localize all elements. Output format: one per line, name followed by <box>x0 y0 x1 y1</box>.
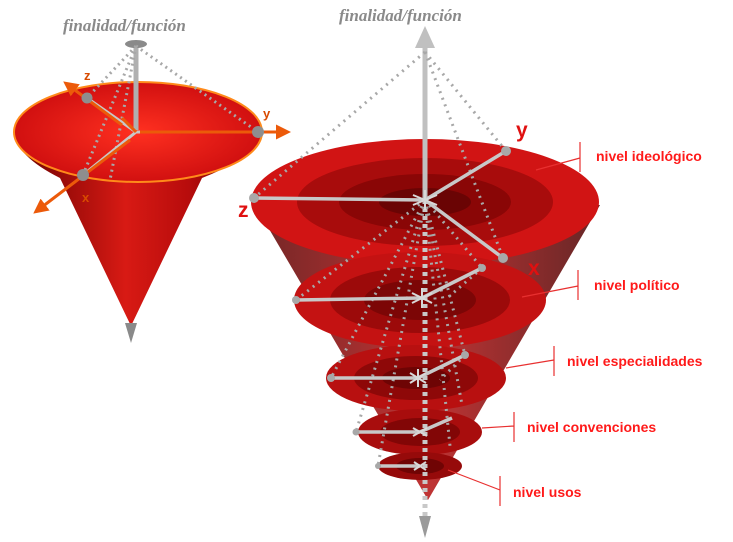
level-label-ideologico: nivel ideológico <box>596 148 702 164</box>
right-leader-lines <box>447 142 581 506</box>
level-label-especialidades: nivel especialidades <box>567 353 703 369</box>
right-guide-lines <box>253 50 508 467</box>
right-axis-label-z: z <box>238 199 249 222</box>
right-diagram-title: finalidad/función <box>339 6 462 25</box>
right-bottom-tip <box>419 516 431 538</box>
left-axis-label-x: x <box>82 190 90 205</box>
right-center-stars <box>409 190 438 471</box>
right-axis-label-x: x <box>528 257 540 280</box>
right-level-axes <box>253 149 507 468</box>
level-label-convenciones: nivel convenciones <box>527 419 657 435</box>
left-pole-cap <box>125 40 147 48</box>
left-node-z <box>81 92 93 104</box>
right-axis-label-y: y <box>516 119 528 142</box>
left-node-x <box>77 169 89 181</box>
left-diagram-title: finalidad/función <box>63 16 186 35</box>
left-axis-label-y: y <box>263 106 271 121</box>
right-axis-nodes <box>249 146 511 469</box>
left-axis-label-z: z <box>84 68 91 83</box>
left-guide-lines <box>81 44 259 181</box>
level-label-usos: nivel usos <box>513 484 582 500</box>
right-pole-arrowhead <box>415 26 435 48</box>
left-cone-tip <box>125 323 137 343</box>
level-label-politico: nivel político <box>594 277 680 293</box>
left-node-y <box>252 126 264 138</box>
right-spiral-diagram <box>249 26 600 538</box>
left-cone-diagram <box>13 40 291 343</box>
left-axis-z <box>63 81 123 127</box>
